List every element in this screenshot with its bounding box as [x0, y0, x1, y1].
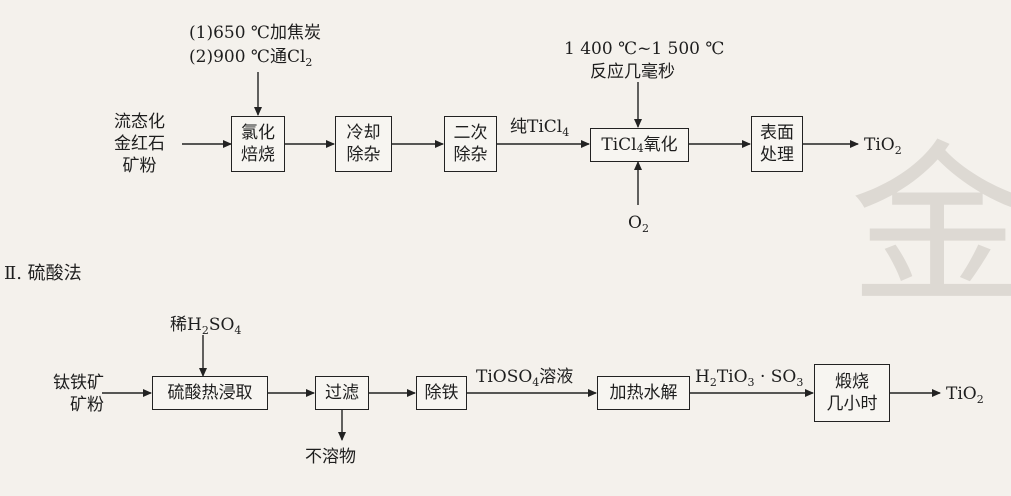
dilute-h2so4-label: 稀H2SO4 — [170, 314, 241, 338]
tio2-product-2: TiO2 — [946, 383, 984, 407]
box-heat-hydrolysis: 加热水解 — [597, 376, 690, 410]
roasting-condition-1: (1)650 ℃加焦炭 — [189, 22, 321, 44]
box-calcination: 煅烧几小时 — [814, 364, 890, 422]
o2-label: O2 — [628, 212, 649, 236]
method1-input-label: 流态化 金红石 矿粉 — [114, 111, 165, 177]
box-acid-leaching: 硫酸热浸取 — [152, 376, 268, 410]
box-iron-removal: 除铁 — [416, 376, 467, 410]
roasting-condition-2: (2)900 ℃通Cl2 — [189, 46, 312, 70]
box-surface-treatment: 表面处理 — [751, 116, 803, 172]
pure-ticl4-label: 纯TiCl4 — [510, 116, 569, 140]
method2-input-label: 钛铁矿 矿粉 — [40, 372, 104, 416]
section-title-sulfuric-acid-method: Ⅱ. 硫酸法 — [4, 263, 82, 285]
oxidation-time-label: 反应几毫秒 — [590, 61, 675, 83]
oxidation-temperature-label: 1 400 ℃~1 500 ℃ — [564, 38, 724, 60]
box-filtration: 过滤 — [315, 376, 369, 410]
box-cooling-purification: 冷却除杂 — [335, 116, 392, 172]
tioso4-solution-label: TiOSO4溶液 — [476, 366, 573, 390]
tio2-product-1: TiO2 — [864, 134, 902, 158]
hydrolysis-product-label: H2TiO3 · SO3 — [695, 366, 803, 390]
box-secondary-purification: 二次除杂 — [444, 116, 497, 172]
box-chlorination-roasting: 氯化焙烧 — [231, 116, 285, 172]
insoluble-residue-label: 不溶物 — [305, 446, 356, 468]
